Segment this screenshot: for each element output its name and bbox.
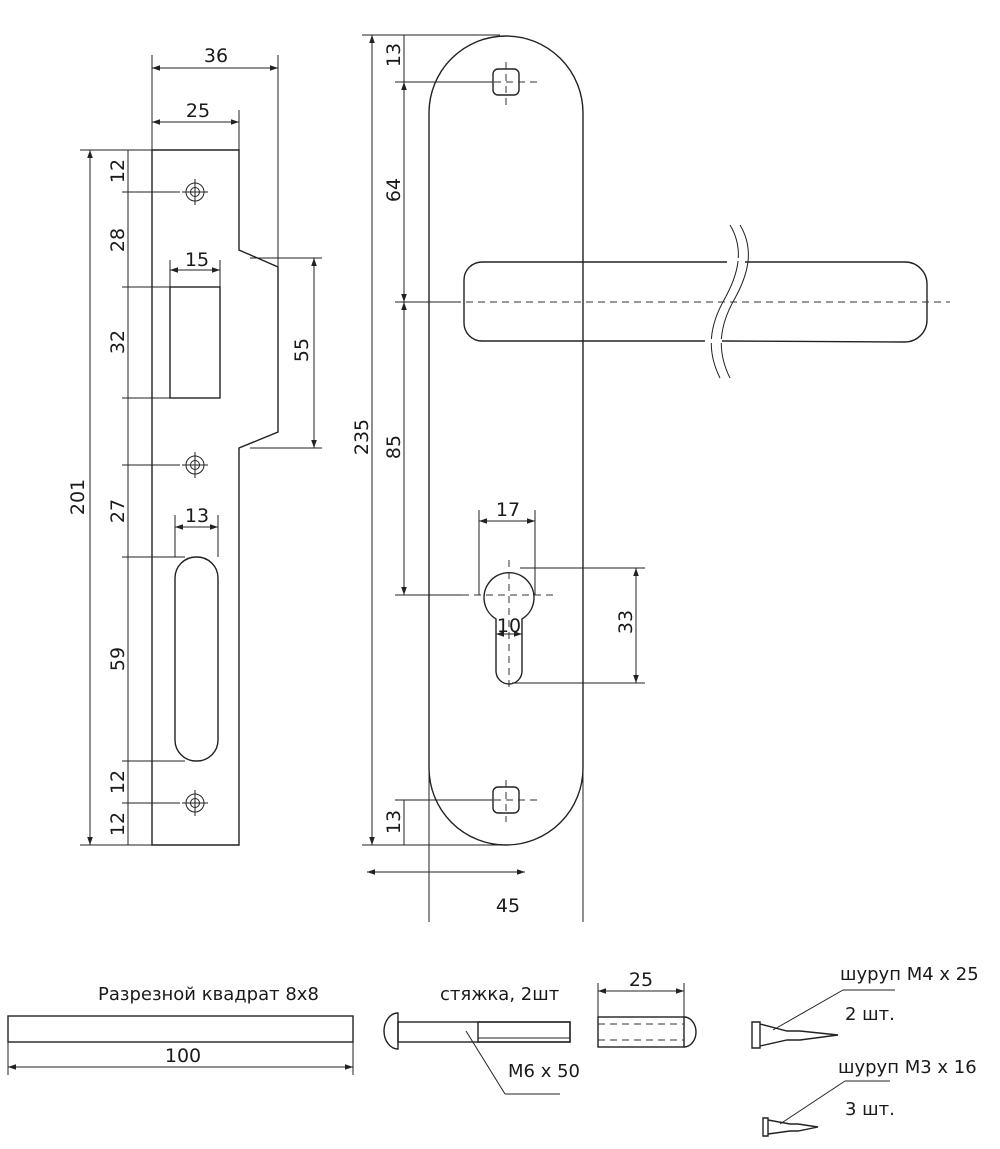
screw1-label: шуруп М4 х 25 bbox=[840, 964, 979, 985]
screw2-label: шуруп М3 х 16 bbox=[838, 1057, 977, 1078]
mounting-hole-bottom bbox=[470, 780, 540, 822]
dim-45: 45 bbox=[496, 895, 520, 917]
dim-59: 59 bbox=[107, 647, 129, 671]
dim-13-slot: 13 bbox=[185, 505, 209, 527]
dim-15: 15 bbox=[185, 249, 209, 271]
dim-10: 10 bbox=[497, 615, 521, 637]
dim-12-mid: 12 bbox=[107, 770, 129, 794]
screw-m3: шуруп М3 х 16 3 шт. bbox=[762, 1057, 977, 1137]
screw-m4: шуруп М4 х 25 2 шт. bbox=[751, 964, 979, 1049]
dim-64: 64 bbox=[383, 178, 405, 202]
dim-12-top: 12 bbox=[107, 159, 129, 183]
strike-plate: 36 25 201 12 28 32 27 59 12 12 15 13 bbox=[67, 45, 322, 846]
tie-label: стяжка, 2шт bbox=[440, 984, 559, 1005]
spindle-square: Разрезной квадрат 8х8 100 bbox=[7, 984, 354, 1075]
screw-hole-middle bbox=[182, 452, 208, 478]
tie-bolt: стяжка, 2шт М6 х 50 bbox=[383, 984, 580, 1095]
dim-27: 27 bbox=[107, 499, 129, 523]
strike-plate-outline bbox=[151, 149, 279, 846]
tie-sleeve: 25 bbox=[597, 969, 697, 1048]
bolt-slot bbox=[174, 556, 219, 762]
dim-36: 36 bbox=[204, 45, 228, 67]
handle-plate: 235 13 64 85 13 17 10 33 45 bbox=[351, 34, 950, 922]
tie-size: М6 х 50 bbox=[508, 1061, 580, 1082]
dim-17: 17 bbox=[496, 499, 520, 521]
screw2-qty: 3 шт. bbox=[845, 1099, 895, 1120]
screw-hole-bottom bbox=[182, 790, 208, 816]
lever-handle bbox=[463, 224, 928, 379]
dim-32: 32 bbox=[107, 330, 129, 354]
dim-33: 33 bbox=[615, 610, 637, 634]
dim-13-top: 13 bbox=[383, 43, 405, 67]
dim-13-bottom: 13 bbox=[383, 810, 405, 834]
handle-plate-outline bbox=[428, 35, 584, 846]
latch-hole bbox=[169, 286, 221, 399]
cylinder-cutout bbox=[462, 560, 555, 690]
square-label: Разрезной квадрат 8х8 bbox=[98, 984, 319, 1005]
sleeve-length: 25 bbox=[629, 969, 653, 991]
dim-25: 25 bbox=[186, 100, 210, 122]
screw-hole-top bbox=[182, 179, 208, 205]
dim-85: 85 bbox=[383, 435, 405, 459]
mounting-hole-top bbox=[470, 62, 540, 105]
square-length: 100 bbox=[165, 1045, 201, 1067]
dim-55: 55 bbox=[291, 338, 313, 362]
dim-12-bottom: 12 bbox=[107, 812, 129, 836]
dim-235: 235 bbox=[351, 419, 373, 455]
dim-201: 201 bbox=[67, 479, 89, 515]
screw1-qty: 2 шт. bbox=[845, 1004, 895, 1025]
dim-28: 28 bbox=[107, 228, 129, 252]
